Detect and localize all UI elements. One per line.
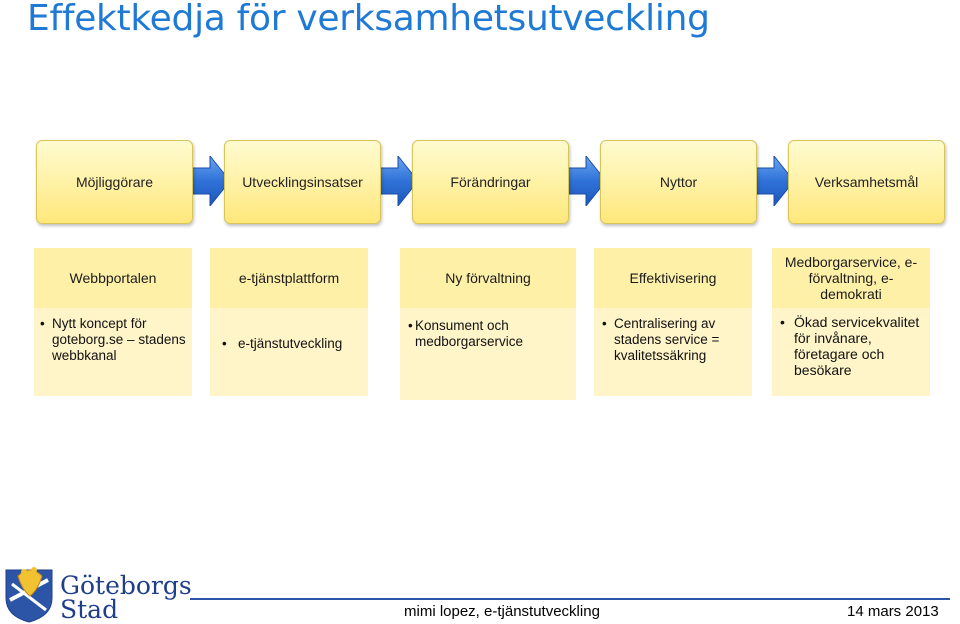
column-body: • e-tjänstutveckling — [210, 308, 368, 352]
bullet-item: • Centralisering av stadens service = kv… — [602, 316, 720, 363]
column-body: • Centralisering av stadens service = kv… — [594, 308, 752, 364]
chain-stage-changes: Förändringar — [412, 140, 569, 224]
bullet-item: • Nytt koncept för goteborg.se – stadens… — [40, 316, 186, 363]
bullet-icon: • — [602, 316, 607, 331]
column-header: Webbportalen — [34, 248, 192, 308]
bullet-icon: • — [40, 316, 45, 331]
column-web-portal: Webbportalen • Nytt koncept för goteborg… — [34, 248, 192, 396]
column-header: Ny förvaltning — [400, 248, 576, 308]
column-body: • Ökad servicekvalitet för invånare, för… — [772, 308, 930, 378]
bullet-icon: • — [222, 336, 227, 351]
chain-stage-benefits: Nyttor — [600, 140, 757, 224]
column-body: • Nytt koncept för goteborg.se – stadens… — [34, 308, 192, 364]
page-title: Effektkedja för verksamhetsutveckling — [27, 0, 710, 39]
bullet-icon: • — [780, 314, 785, 330]
column-header: Medborgarservice, e-förvaltning, e-demok… — [772, 248, 930, 308]
chain-stage-enablers: Möjliggörare — [36, 140, 193, 224]
column-body: • Konsument och medborgarservice — [400, 308, 576, 350]
column-citizen-service: Medborgarservice, e-förvaltning, e-demok… — [772, 248, 930, 396]
column-efficiency: Effektivisering • Centralisering av stad… — [594, 248, 752, 396]
footer-rule — [190, 598, 950, 600]
footer-author: mimi lopez, e-tjänstutveckling — [404, 603, 600, 620]
column-header: e-tjänstplattform — [210, 248, 368, 308]
column-new-administration: Ny förvaltning • Konsument och medborgar… — [400, 248, 576, 400]
bullet-item: • e-tjänstutveckling — [222, 336, 343, 351]
column-header: Effektivisering — [594, 248, 752, 308]
chain-stage-development-efforts: Utvecklingsinsatser — [224, 140, 381, 224]
bullet-icon: • — [408, 318, 413, 333]
chain-stage-business-goals: Verksamhetsmål — [788, 140, 945, 224]
column-e-service-platform: e-tjänstplattform • e-tjänstutveckling — [210, 248, 368, 396]
gothenburg-coat-of-arms-icon — [5, 567, 53, 623]
bullet-item: • Ökad servicekvalitet för invånare, för… — [780, 314, 920, 378]
effect-chain: Möjliggörare Utvecklingsinsatser Förändr… — [36, 140, 945, 224]
logo-wordmark: Göteborgs Stad — [60, 571, 192, 624]
footer-date: 14 mars 2013 — [847, 603, 939, 620]
bullet-item: • Konsument och medborgarservice — [408, 318, 524, 349]
